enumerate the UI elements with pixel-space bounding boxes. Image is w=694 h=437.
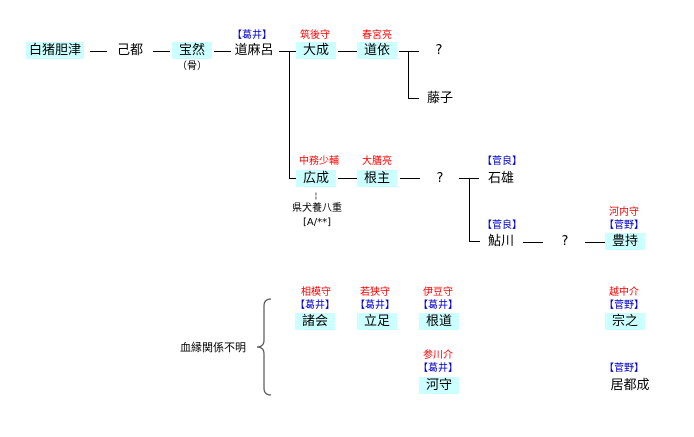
clan-label: 【菅良】 [482,156,522,167]
connector [469,241,480,242]
title-label: 参川介 [423,350,453,361]
connector [585,242,607,243]
person-michiyori: 道依 [357,42,397,59]
connector [289,51,290,179]
clan-label: 【菅野】 [604,363,644,374]
person-onari: 大成 [296,42,336,59]
title-label: 筑後守 [300,30,330,41]
person-muneyuki: 宗之 [605,313,645,330]
person-nenushi: 根主 [357,170,397,187]
person-fujiko: 藤子 [426,91,453,106]
person-michimaro: 道麻呂 [234,43,274,58]
clan-label: 【葛井】 [418,300,458,311]
connector [153,51,170,52]
person-hironari: 広成 [296,170,336,187]
connector [289,178,299,179]
person-itsunari: 居都成 [610,378,650,393]
spouse-name: 県犬養八重 [292,203,342,214]
person-tatetari: 立足 [357,313,397,330]
connector [400,178,420,179]
connector [408,98,419,99]
unknown-relation-label: 血縁関係不明 [180,341,246,354]
title-label: 伊豆守 [423,287,453,298]
person-toyomochi: 豊持 [605,233,645,250]
clan-label: 【葛井】 [232,30,272,41]
spouse-marker: ¦ [314,191,318,200]
person-ayukawa: 鮎川 [487,234,514,249]
clan-label: 【葛井】 [355,300,395,311]
connector [408,51,409,99]
connector [399,51,419,52]
person-nemichi: 根道 [419,313,459,330]
title-label: 大膳亮 [362,156,392,167]
clan-label: 【菅野】 [604,220,644,231]
connector [90,51,107,52]
unknown-person: ? [435,43,443,58]
title-label: 相模守 [301,287,331,298]
connector [338,51,358,52]
title-label: 中務少輔 [299,156,339,167]
hozen-note: （骨） [177,61,207,72]
connector [469,178,470,242]
clan-label: 【葛井】 [418,363,458,374]
connector [214,51,231,52]
clan-label: 【菅良】 [482,220,522,231]
brace-icon [256,298,272,396]
person-shirainotsu: 白猪胆津 [26,42,84,59]
title-label: 河内守 [609,207,639,218]
unknown-person: ? [436,171,444,186]
clan-label: 【葛井】 [295,300,335,311]
person-ishio: 石雄 [487,171,514,186]
person-koto: 己都 [116,43,143,58]
person-morokai: 諸会 [295,313,335,330]
connector [523,242,543,243]
unknown-person: ? [561,234,569,249]
spouse-note: [A/**] [302,217,331,228]
person-hozen: 宝然 [172,42,212,59]
title-label: 春宮亮 [362,30,392,41]
title-label: 越中介 [609,287,639,298]
clan-label: 【菅野】 [604,300,644,311]
connector [338,178,358,179]
title-label: 若狭守 [360,287,390,298]
person-kawamori: 河守 [419,377,459,394]
